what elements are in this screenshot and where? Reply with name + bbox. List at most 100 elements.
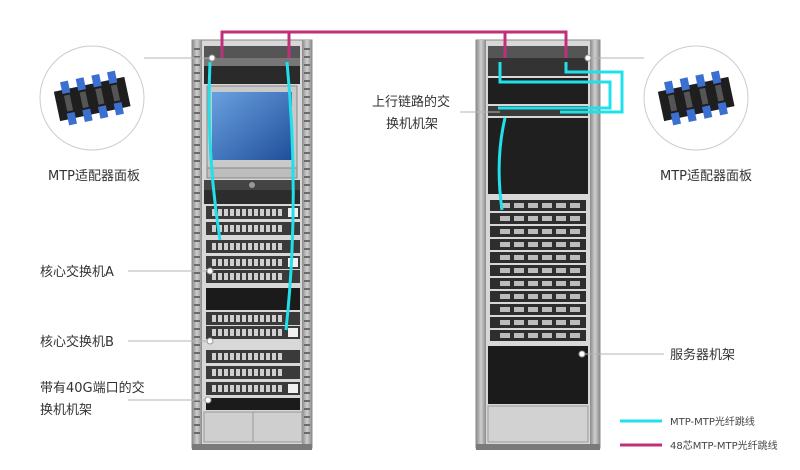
drive-bay <box>570 229 580 234</box>
rail-tick <box>304 112 310 114</box>
rail-tick <box>194 112 200 114</box>
port <box>212 209 216 216</box>
port <box>248 273 252 280</box>
rail-tick <box>194 136 200 138</box>
drive-bay <box>570 281 580 286</box>
mtp-port <box>699 87 709 105</box>
port <box>224 243 228 250</box>
drive-bay <box>556 294 566 299</box>
rail-tick <box>194 352 200 354</box>
rail-tick <box>304 400 310 402</box>
drive-bay <box>514 229 524 234</box>
rail-tick <box>304 192 310 194</box>
switch-unit <box>206 270 300 283</box>
drive-bay <box>528 307 538 312</box>
port <box>260 369 264 376</box>
drive-bay <box>542 268 552 273</box>
switch-unit <box>206 350 300 363</box>
port <box>260 385 264 392</box>
rail-tick <box>304 424 310 426</box>
rail-tick <box>194 256 200 258</box>
drive-bay <box>542 229 552 234</box>
drive-bay <box>570 255 580 260</box>
label-uplink-line1: 上行链路的交 <box>372 94 450 110</box>
mtp-connector <box>679 77 691 91</box>
port <box>242 273 246 280</box>
rail-tick <box>194 128 200 130</box>
drive-bay <box>528 333 538 338</box>
port <box>230 209 234 216</box>
switch-unit <box>206 326 300 339</box>
port <box>212 259 216 266</box>
label-core-switch-a: 核心交换机A <box>40 264 114 280</box>
rail-tick <box>304 432 310 434</box>
drive-bay <box>514 242 524 247</box>
rail-tick <box>194 184 200 186</box>
drive-bay <box>556 216 566 221</box>
port <box>248 385 252 392</box>
rail-tick <box>304 304 310 306</box>
drive-bay <box>500 294 510 299</box>
drive-bay <box>528 281 538 286</box>
port <box>248 315 252 322</box>
rail-tick <box>194 168 200 170</box>
port <box>278 273 282 280</box>
drive-bay <box>500 203 510 208</box>
port <box>278 259 282 266</box>
rail-tick <box>304 360 310 362</box>
drive-bay <box>528 320 538 325</box>
rail-tick <box>304 368 310 370</box>
rail-tick <box>194 376 200 378</box>
port <box>278 209 282 216</box>
port <box>272 243 276 250</box>
drive-bay <box>528 203 538 208</box>
rail-tick <box>194 224 200 226</box>
drive-bay <box>556 242 566 247</box>
rail-tick <box>194 344 200 346</box>
port <box>248 329 252 336</box>
drive-bay <box>500 216 510 221</box>
module <box>288 384 298 393</box>
mtp-panel-right-illustration <box>643 45 749 151</box>
port <box>224 385 228 392</box>
mtp-port <box>110 84 121 102</box>
label-40g-switch-line2: 换机机架 <box>40 403 92 418</box>
rail-tick <box>194 416 200 418</box>
magenta-cables <box>220 30 568 58</box>
port <box>260 273 264 280</box>
port <box>266 329 270 336</box>
drive-bay <box>570 216 580 221</box>
rail-tick <box>194 400 200 402</box>
rail-tick <box>304 240 310 242</box>
port <box>218 243 222 250</box>
port <box>212 353 216 360</box>
port <box>242 315 246 322</box>
drive-bay <box>570 294 580 299</box>
rail-tick <box>304 280 310 282</box>
port <box>260 243 264 250</box>
drive-bay <box>514 281 524 286</box>
port <box>218 259 222 266</box>
port <box>272 385 276 392</box>
drive-bay <box>570 307 580 312</box>
rail-tick <box>194 192 200 194</box>
rail-tick <box>194 424 200 426</box>
port <box>212 369 216 376</box>
port <box>278 385 282 392</box>
port <box>254 225 258 232</box>
mtp-port <box>63 94 74 112</box>
cyan-cables <box>207 61 624 331</box>
port <box>230 329 234 336</box>
module <box>288 328 298 337</box>
port <box>224 329 228 336</box>
drive-bay <box>500 281 510 286</box>
port <box>230 385 234 392</box>
port <box>212 329 216 336</box>
rail-tick <box>194 408 200 410</box>
rail-tick <box>304 176 310 178</box>
mtp-connector <box>75 77 87 91</box>
port <box>218 225 222 232</box>
rail-tick <box>304 104 310 106</box>
port <box>266 273 270 280</box>
legend-label-cyan: MTP-MTP光纤跳线 <box>670 415 755 428</box>
